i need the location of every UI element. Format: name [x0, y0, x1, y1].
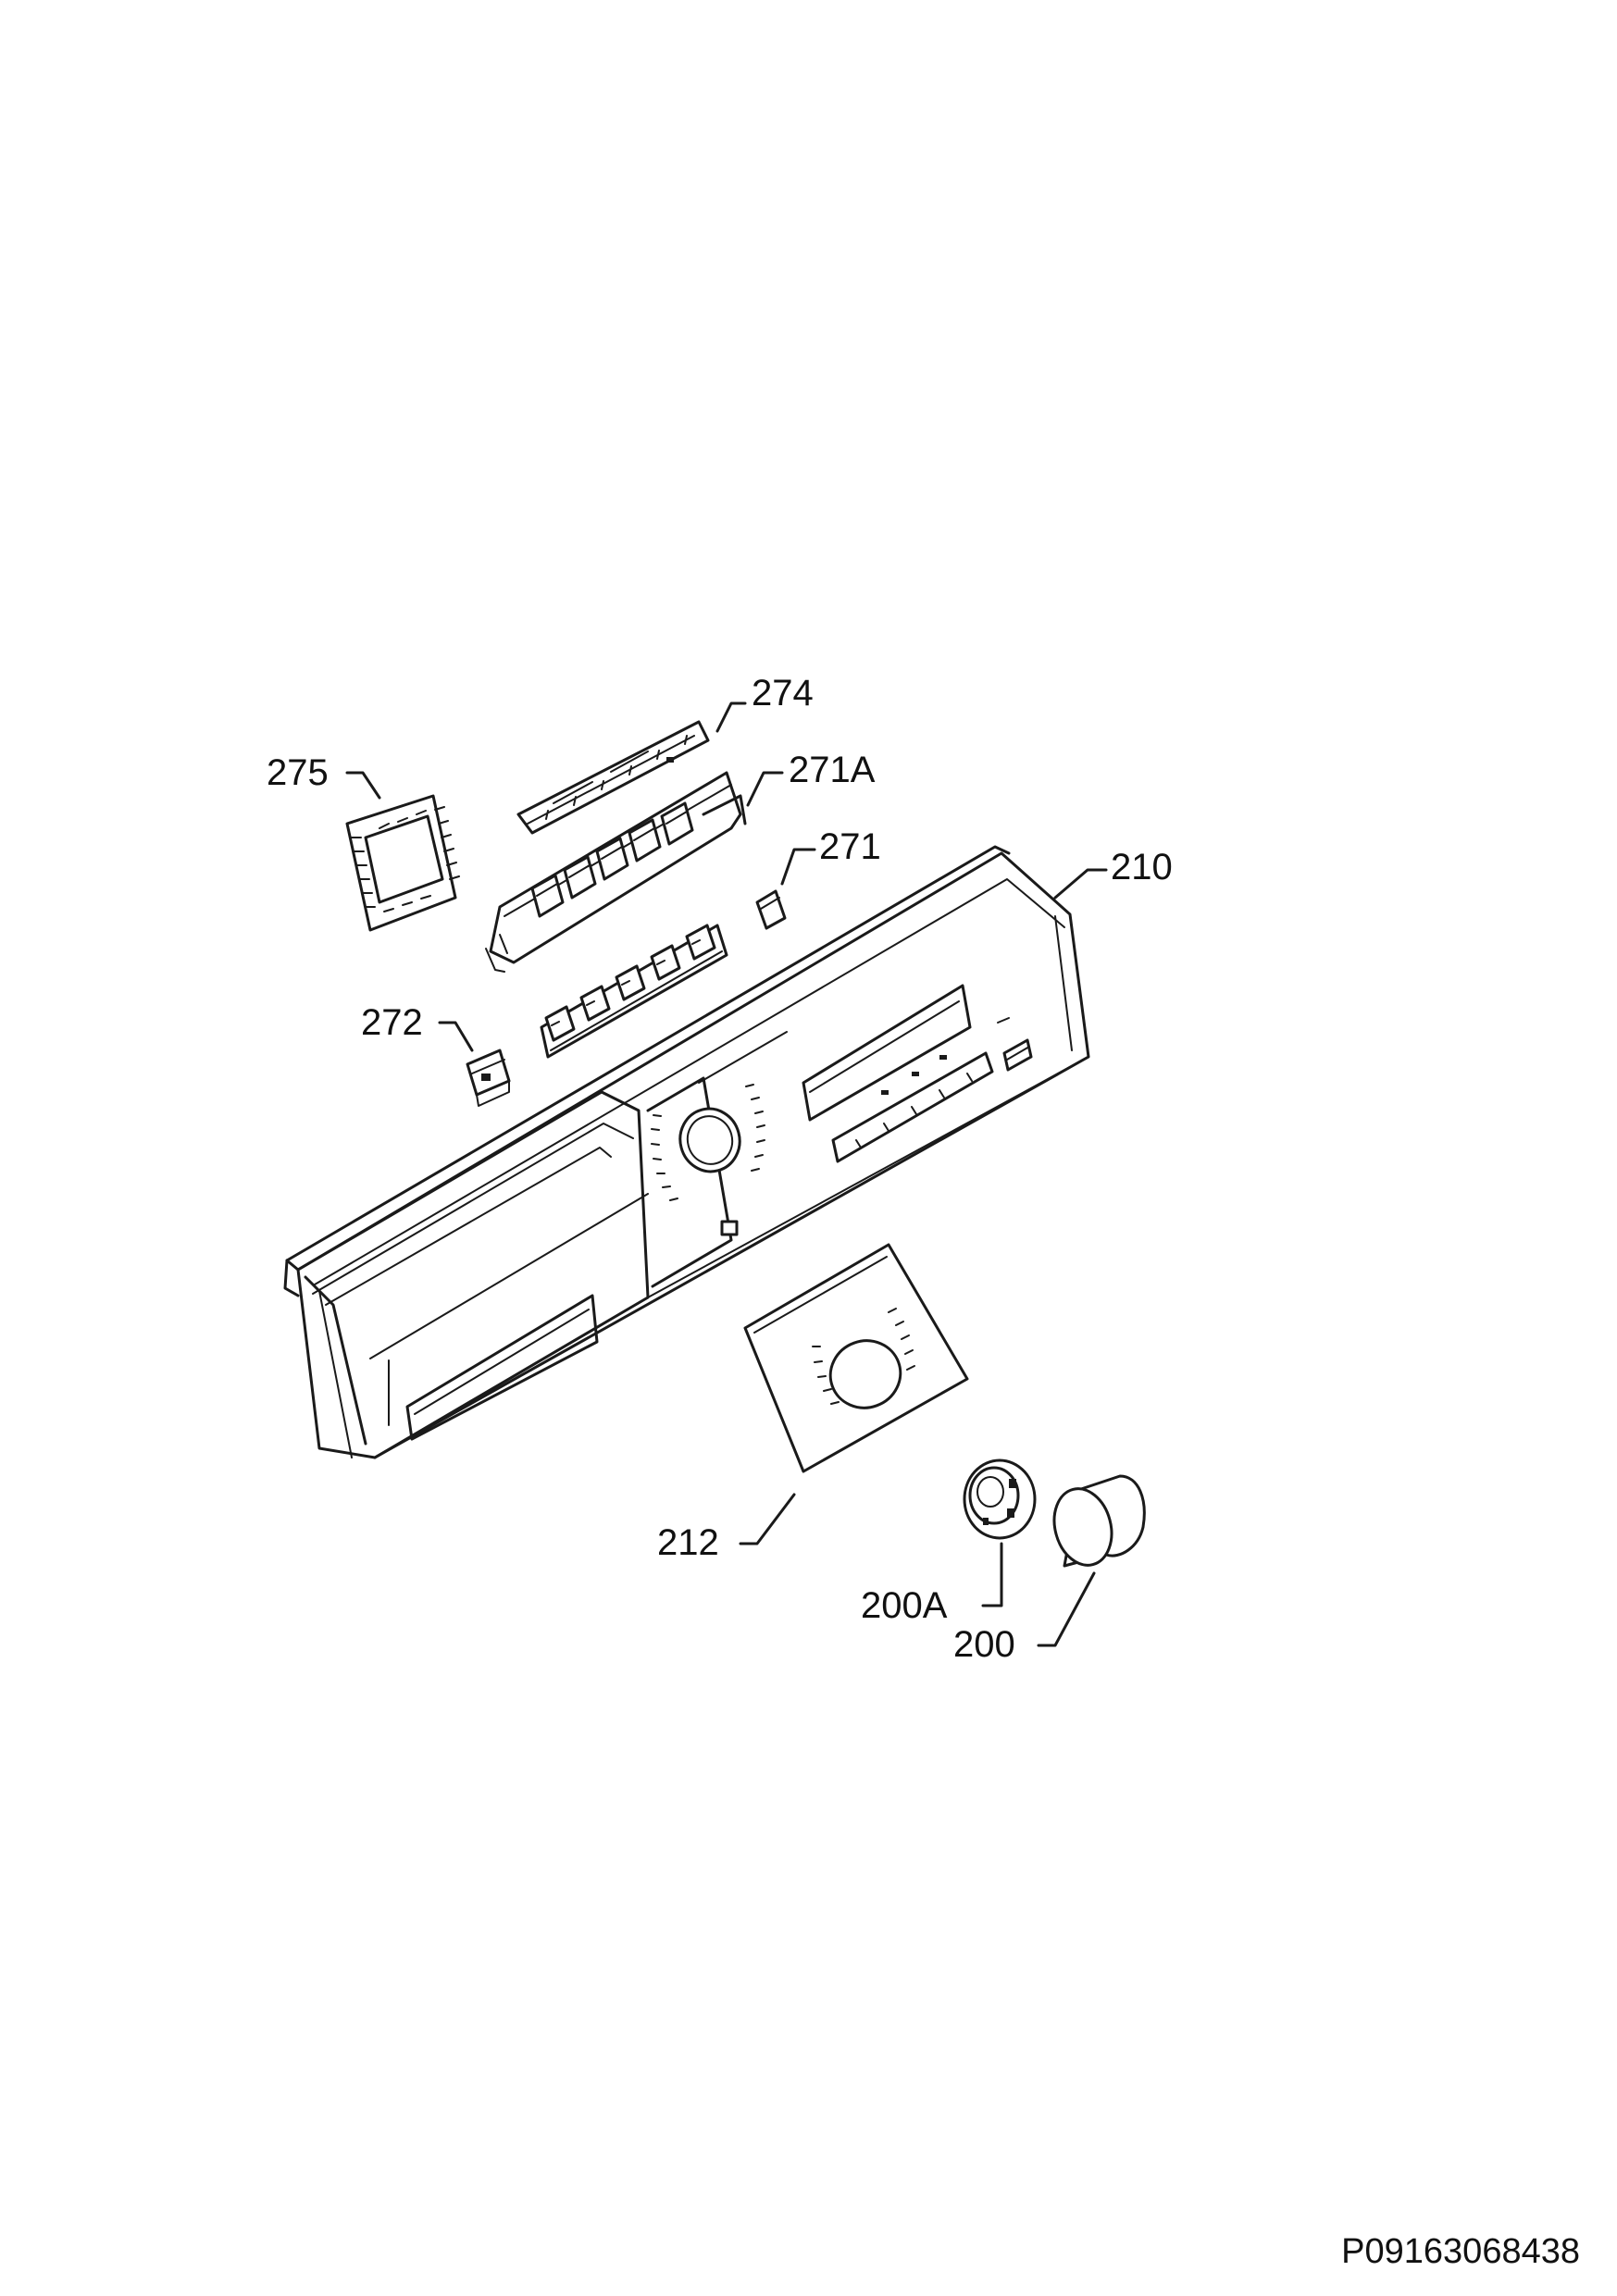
part-271A-board [485, 771, 747, 973]
callout-200A: 200A [861, 1585, 948, 1626]
leader-212 [739, 1493, 796, 1545]
callout-274: 274 [752, 673, 814, 714]
leader-200A [981, 1542, 1003, 1607]
leader-271A [746, 771, 784, 807]
callout-200: 200 [953, 1624, 1015, 1665]
callout-210: 210 [1111, 847, 1173, 887]
leader-271 [780, 848, 816, 886]
part-200A-knob-insert [963, 1458, 1037, 1540]
part-274-bracket [516, 720, 710, 835]
callout-212: 212 [657, 1522, 719, 1563]
leader-272 [438, 1021, 474, 1052]
leader-274 [715, 701, 747, 733]
callout-272: 272 [361, 1002, 423, 1043]
leader-200 [1037, 1571, 1096, 1647]
part-271-buttons [540, 889, 787, 1059]
part-272-switch [466, 1049, 511, 1107]
callout-275: 275 [267, 752, 329, 793]
drawing-code: P09163068438 [1341, 2232, 1580, 2271]
leader-275 [345, 771, 381, 800]
part-210-control-panel [283, 845, 1090, 1459]
callout-271: 271 [819, 826, 881, 867]
part-212-dial-insert [743, 1243, 969, 1473]
leader-210 [1053, 868, 1108, 900]
callout-271A: 271A [789, 750, 876, 790]
part-200-knob-cap [1052, 1474, 1146, 1568]
part-275-display-frame [345, 794, 460, 932]
